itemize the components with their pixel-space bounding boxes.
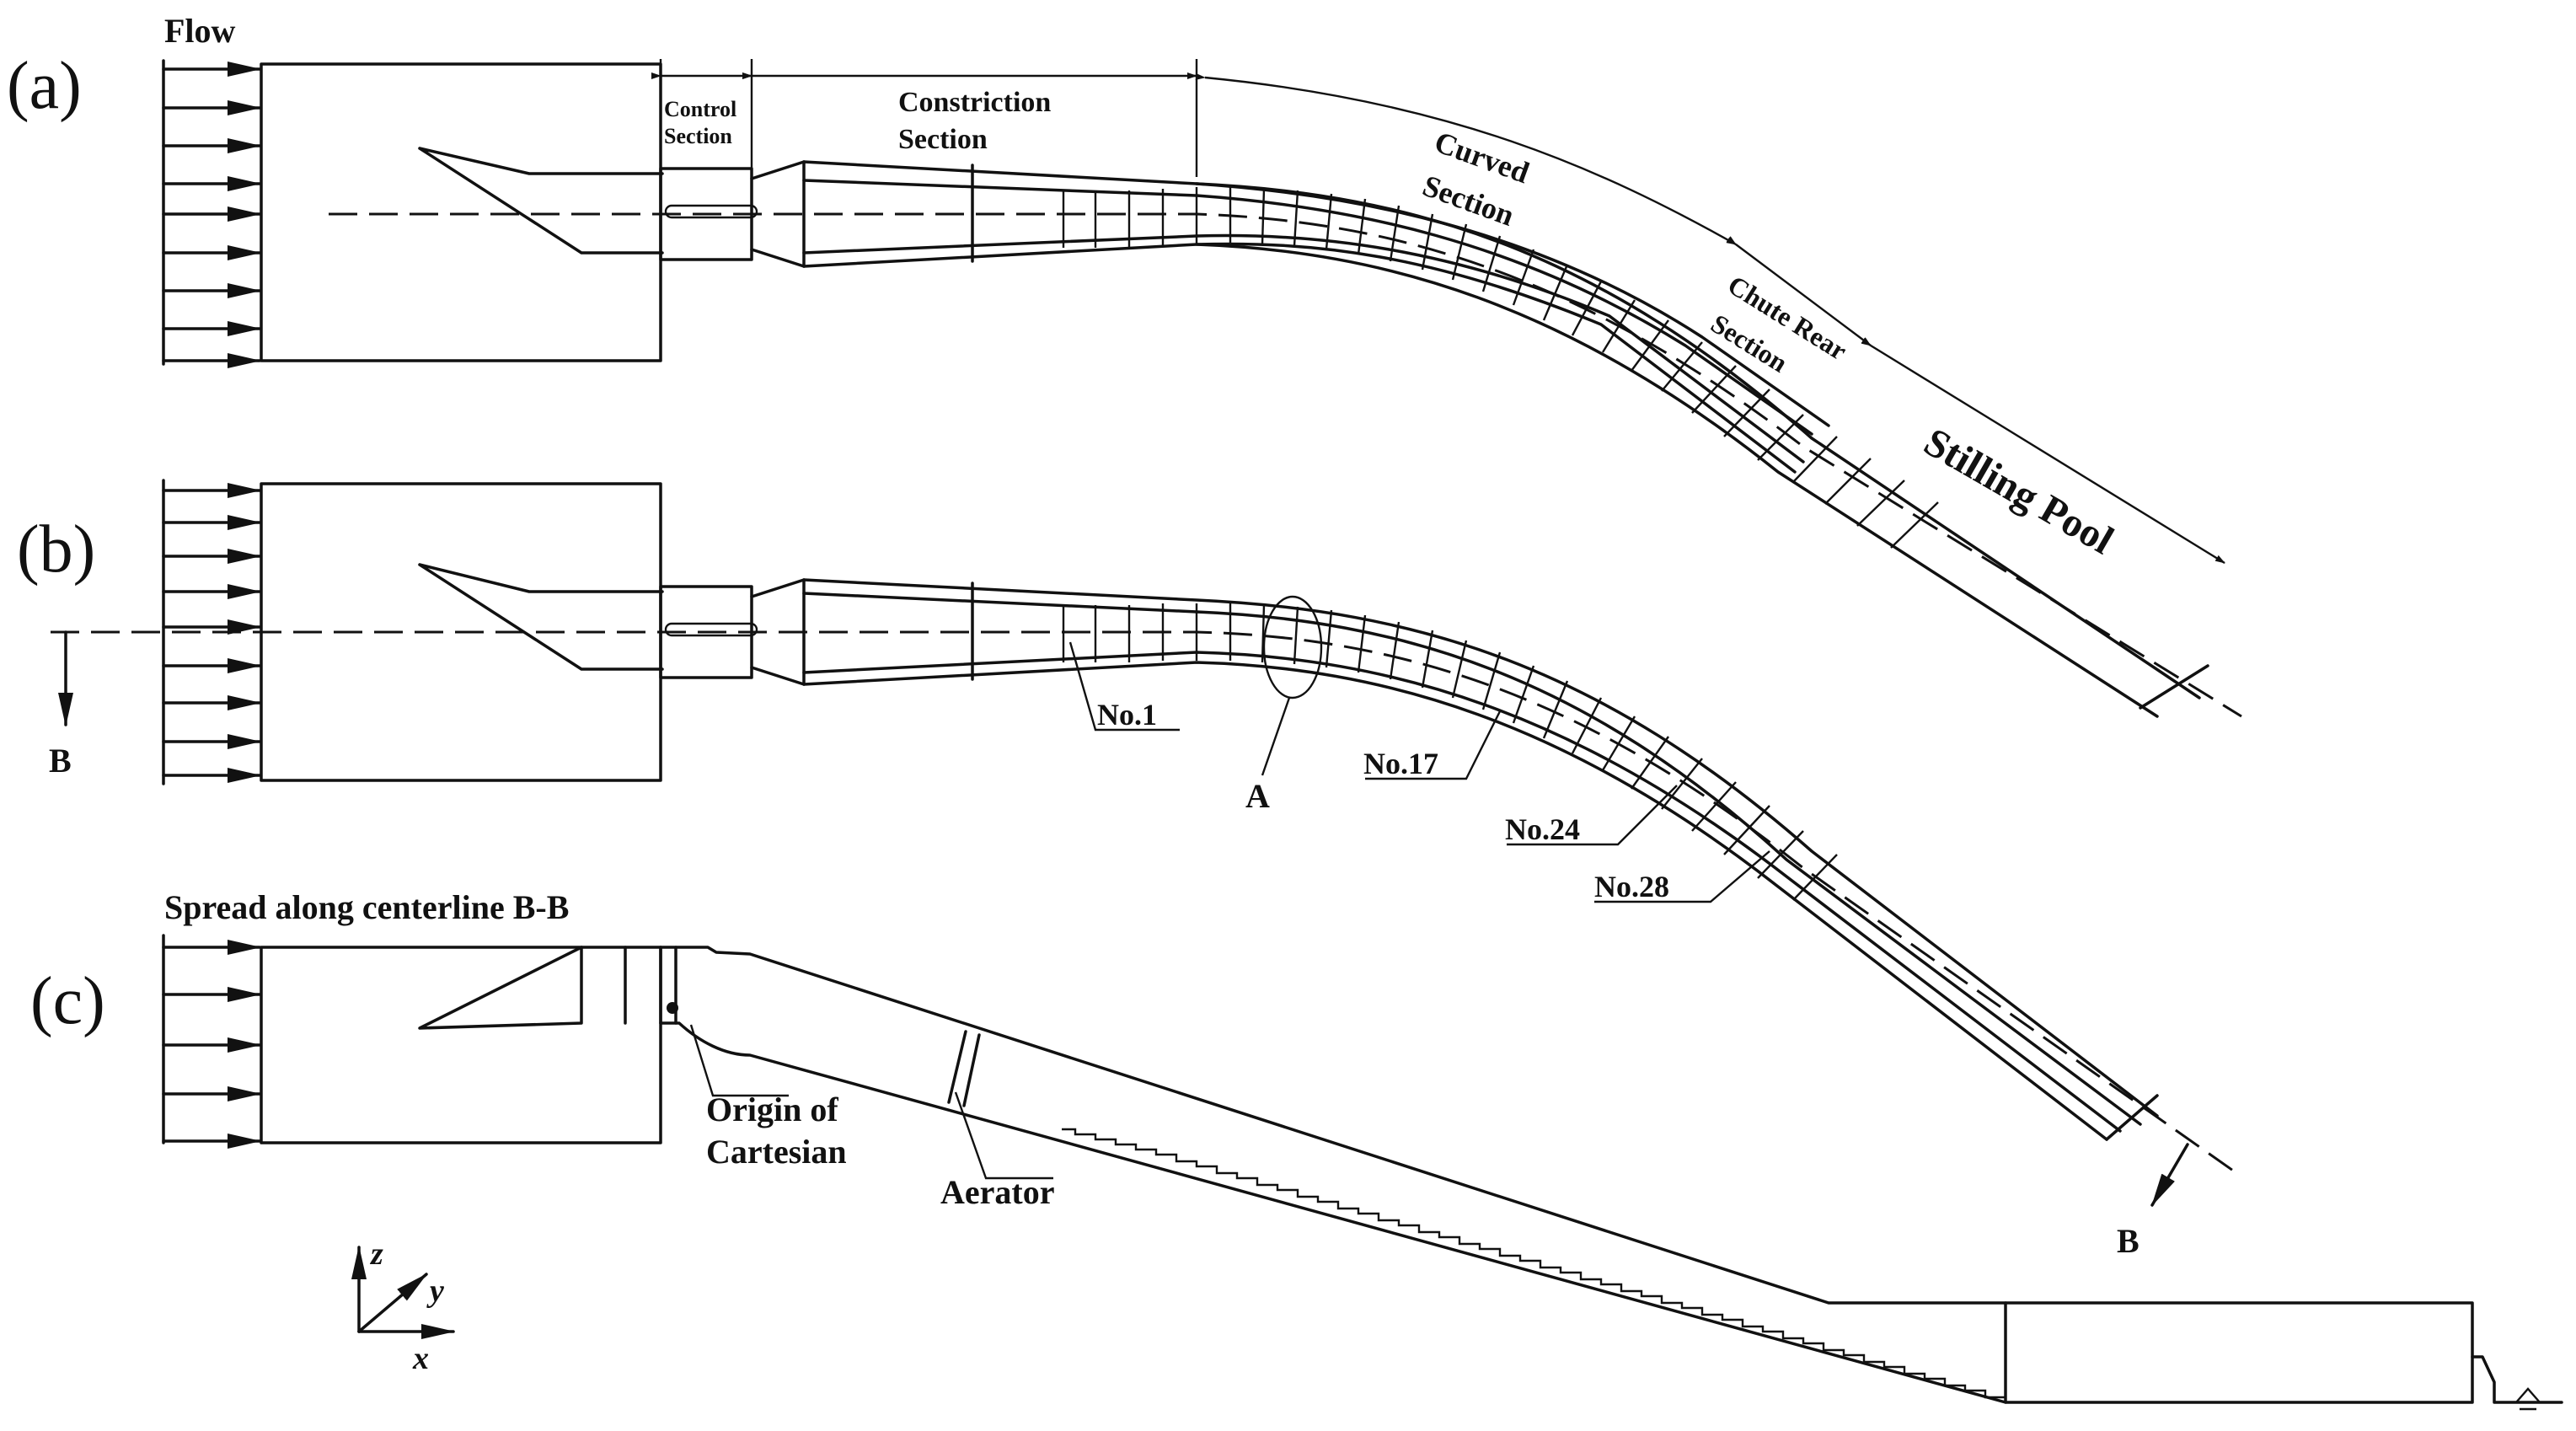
no28-label: No.28 [1594, 870, 1669, 903]
panel-b-label: (b) [17, 512, 95, 587]
z-axis-label: z [369, 1236, 383, 1272]
constriction-line2: Section [898, 124, 988, 155]
centerline-b [51, 630, 2242, 1178]
section-b-right: B [2117, 1222, 2140, 1260]
flow-label: Flow [164, 12, 236, 50]
no17-leader [1365, 710, 1502, 780]
stilling-pool-profile [2004, 1301, 2474, 1404]
detail-a-label: A [1245, 777, 1270, 815]
origin-line2: Cartesian [706, 1133, 847, 1171]
panel-c-label: (c) [30, 964, 105, 1038]
no17-label: No.17 [1363, 747, 1438, 780]
panel-b-plan-view: (b) [17, 479, 2242, 1260]
spread-label: Spread along centerline B-B [164, 888, 569, 926]
coordinate-axes: z y x [351, 1236, 455, 1376]
panel-c-profile: Spread along centerline B-B (c) Origin o… [30, 888, 2563, 1411]
aerator-mark [947, 1030, 981, 1107]
water-level-icon [2514, 1387, 2542, 1411]
panel-a-label: (a) [7, 49, 82, 123]
stilling-pool-label: Stilling Pool [1917, 420, 2121, 564]
x-axis-label: x [412, 1341, 429, 1376]
reservoir-block-c [260, 946, 662, 1144]
aerator-leader [954, 1091, 1053, 1180]
inflow-arrows-c [162, 934, 261, 1149]
inflow-arrows-b [162, 479, 261, 785]
reservoir-block-a [260, 62, 662, 362]
aerator-label: Aerator [940, 1173, 1054, 1211]
origin-leader [689, 1024, 789, 1097]
no24-leader [1507, 785, 1678, 846]
panel-a-plan-view: (a) Flow [7, 12, 2242, 718]
section-b-left: B [49, 742, 72, 780]
y-axis-label: y [426, 1273, 444, 1309]
control-section-line2: Section [664, 124, 732, 148]
constriction-line1: Constriction [898, 87, 1051, 118]
no28-leader [1594, 850, 1770, 903]
no1-label: No.1 [1097, 698, 1157, 732]
chute-grid-b [1062, 603, 1838, 901]
no1-leader [1068, 641, 1180, 732]
detail-a-ellipse [1262, 595, 1323, 699]
inflow-arrows-a [162, 59, 261, 368]
no24-label: No.24 [1505, 812, 1580, 846]
control-section-line1: Control [664, 97, 736, 121]
origin-point [667, 1002, 678, 1014]
section-arrow-right [2150, 1143, 2189, 1207]
origin-line1: Origin of [706, 1091, 838, 1128]
stepped-chute [1062, 1128, 2006, 1399]
